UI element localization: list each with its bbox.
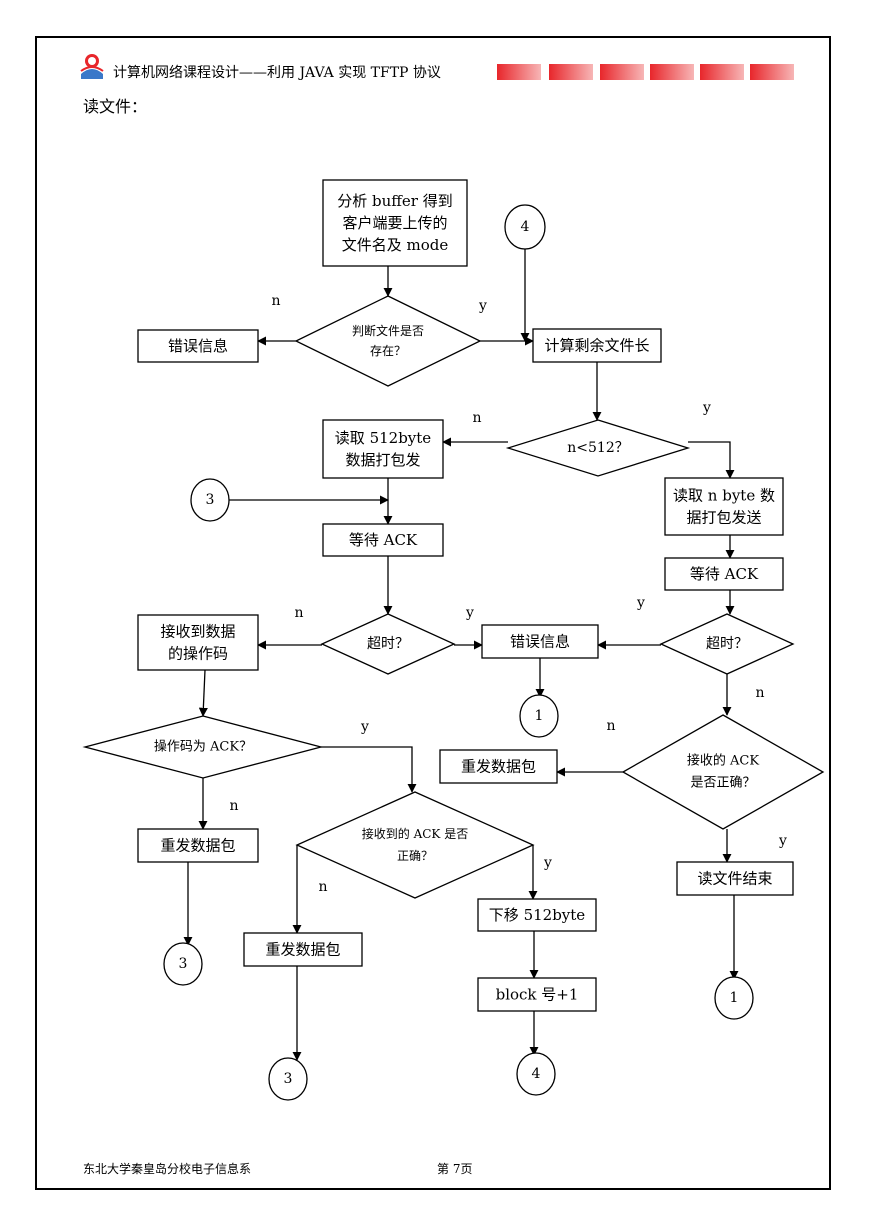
node-read512-label: 数据打包发 (345, 451, 420, 469)
edge-label-ackM_n: n (318, 879, 327, 895)
node-parse-label: 分析 buffer 得到 (337, 192, 453, 210)
header-title: 计算机网络课程设计——利用 JAVA 实现 TFTP 协议 (113, 65, 441, 81)
connector-c1right-label: 1 (730, 990, 739, 1006)
connector-c3bl-label: 3 (179, 956, 188, 972)
edge-label-nlt_n: n (472, 410, 481, 426)
header-decor-bars (497, 64, 794, 80)
edge-label-toR_n: n (755, 685, 764, 701)
node-err2: 错误信息 (481, 624, 599, 659)
connector-c3bl: 3 (163, 942, 203, 986)
edge-label-judge_y: y (478, 298, 487, 314)
decision-isAck: 操作码为 ACK？ (82, 715, 324, 779)
connector-c4bottom: 4 (516, 1052, 556, 1096)
connector-c4top: 4 (504, 204, 546, 250)
decision-ackOkM-label: 正确？ (397, 849, 433, 863)
node-calc-label: 计算剩余文件长 (544, 337, 649, 355)
connector-c3left: 3 (190, 478, 230, 522)
node-recvOp-label: 的操作码 (168, 645, 228, 663)
node-waitR-label: 等待 ACK (690, 565, 759, 583)
node-resendL: 重发数据包 (137, 828, 259, 863)
node-readn-label: 据打包发送 (686, 509, 761, 527)
decision-isAck-label: 操作码为 ACK？ (154, 739, 252, 755)
decision-nlt: n<512？ (505, 419, 691, 477)
node-read512-label: 读取 512byte (335, 429, 432, 447)
edge-label-isAck_y: y (360, 719, 369, 735)
decision-ackOkR: 接收的 ACK 是否正确？ (621, 714, 825, 830)
edge-label-judge_n: n (271, 293, 280, 309)
decision-timeoutL-label: 超时？ (367, 636, 409, 652)
edge-label-toL_n: n (294, 605, 303, 621)
edge-label-ackM_y: y (543, 855, 552, 871)
footer-school: 东北大学秦皇岛分校电子信息系 (83, 1162, 252, 1176)
node-blockInc: block 号+1 (477, 977, 597, 1012)
node-readn-label: 读取 n byte 数 (673, 487, 775, 505)
node-read512: 读取 512byte 数据打包发 (322, 419, 444, 479)
decision-ackOkR-label: 是否正确？ (690, 776, 755, 791)
connector-c1mid: 1 (519, 694, 559, 738)
connector-c3bottom-label: 3 (284, 1071, 293, 1087)
connector-c3left-label: 3 (206, 492, 215, 508)
node-err2-label: 错误信息 (510, 633, 570, 651)
edge-label-ackR_n: n (606, 718, 615, 734)
node-err1: 错误信息 (137, 329, 259, 363)
node-resendR-label: 重发数据包 (461, 758, 536, 776)
edge-label-isAck_n: n (229, 798, 238, 814)
node-readEnd-label: 读文件结束 (697, 870, 772, 888)
decision-ackOkR-label: 接收的 ACK (687, 753, 759, 769)
node-shift-label: 下移 512byte (489, 906, 586, 924)
node-waitR: 等待 ACK (664, 557, 784, 591)
decision-ackOkM: 接收到的 ACK 是否正确？ (295, 791, 535, 899)
edge-isAck-ackOkM (321, 746, 417, 793)
decision-judge-label: 判断文件是否 (352, 323, 424, 338)
node-shift: 下移 512byte (477, 898, 597, 932)
decision-timeoutR: 超时？ (659, 613, 795, 675)
section-title: 读文件： (83, 97, 148, 116)
connector-c1right: 1 (714, 976, 754, 1020)
node-resendM: 重发数据包 (243, 932, 363, 967)
decision-nlt-label: n<512？ (567, 440, 628, 456)
node-resendM-label: 重发数据包 (265, 941, 340, 959)
node-readEnd: 读文件结束 (676, 861, 794, 896)
footer-page-number: 第 7页 (437, 1162, 473, 1176)
node-resendL-label: 重发数据包 (160, 837, 235, 855)
decision-judge-label: 存在？ (370, 344, 406, 358)
edge-label-toR_y: y (636, 595, 645, 611)
decision-ackOkM-label: 接收到的 ACK 是否 (362, 826, 468, 841)
node-waitL: 等待 ACK (322, 523, 444, 557)
edge-label-nlt_y: y (702, 400, 711, 416)
node-parse-label: 客户端要上传的 (342, 214, 447, 232)
connector-c4bottom-label: 4 (532, 1066, 541, 1082)
page-frame (35, 36, 831, 1190)
node-err1-label: 错误信息 (168, 337, 228, 355)
edge-recvOp-isAck (198, 669, 208, 717)
node-calc: 计算剩余文件长 (532, 328, 662, 363)
connector-c4top-label: 4 (521, 219, 530, 235)
node-parse-label: 文件名及 mode (342, 236, 449, 254)
edge-label-ackR_y: y (778, 833, 787, 849)
edge-nlt-readn (688, 441, 735, 479)
connector-c3bottom: 3 (268, 1057, 308, 1101)
node-recvOp-label: 接收到数据 (160, 623, 235, 641)
decision-timeoutR-label: 超时？ (706, 636, 748, 652)
node-resendR: 重发数据包 (439, 749, 558, 784)
node-waitL-label: 等待 ACK (349, 531, 418, 549)
connector-c1mid-label: 1 (535, 708, 544, 724)
node-blockInc-label: block 号+1 (496, 986, 579, 1004)
edge-label-toL_y: y (465, 605, 474, 621)
university-logo-icon (80, 54, 104, 79)
decision-timeoutL: 超时？ (320, 613, 456, 675)
